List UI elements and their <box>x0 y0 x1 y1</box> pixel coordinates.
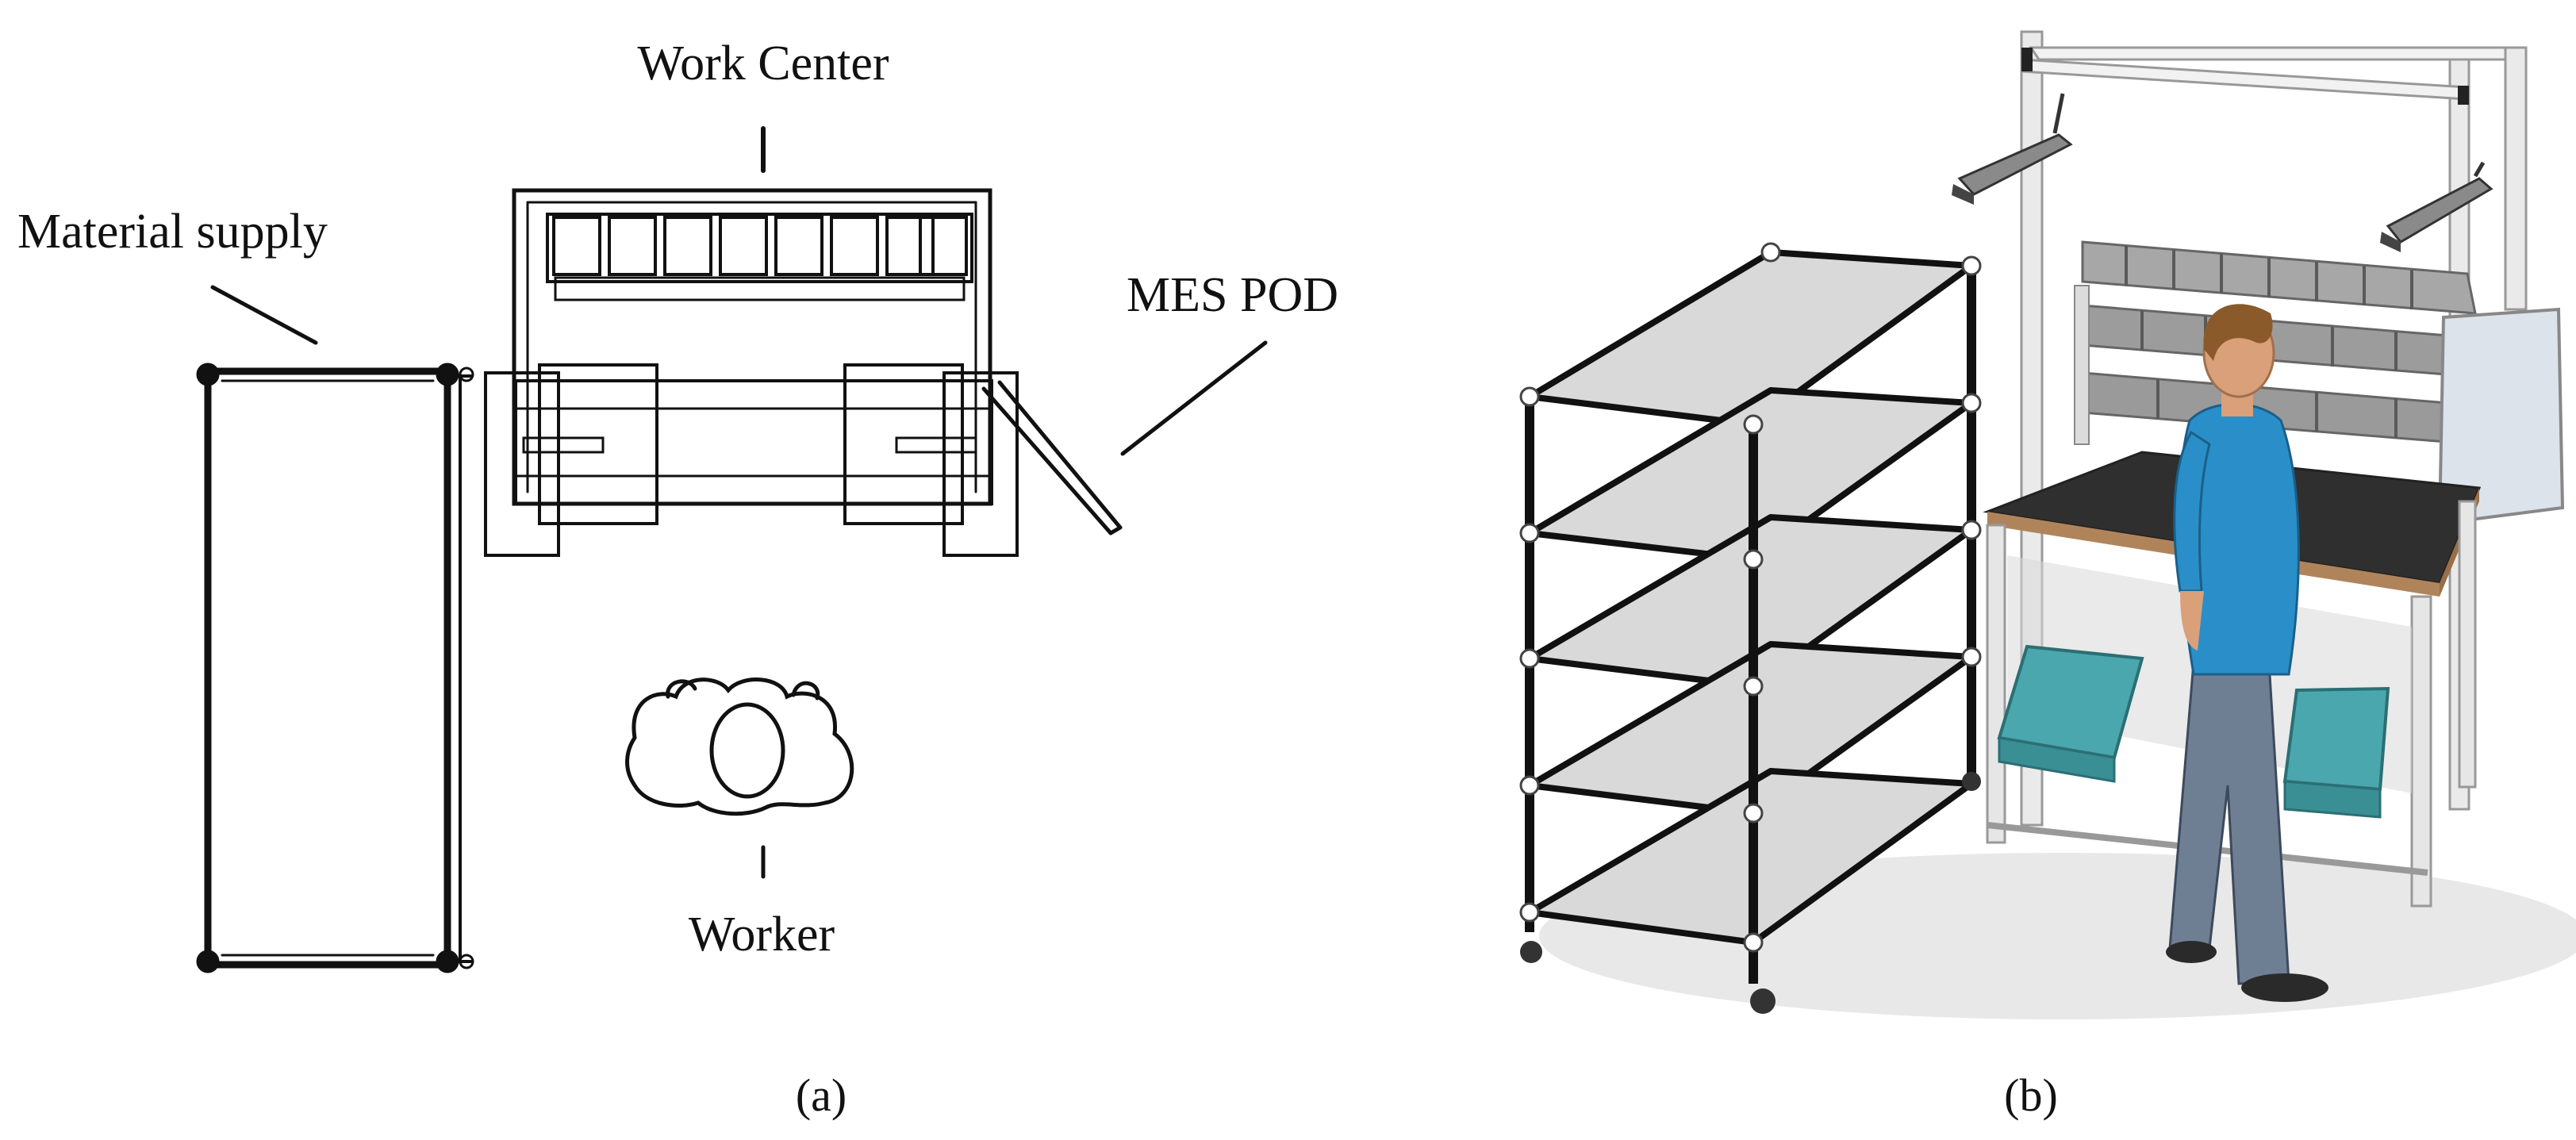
mes-pod-label: MES POD <box>1127 268 1338 322</box>
right-tray <box>2282 686 2390 819</box>
panel-a-layout-drawing: Work Center Material supply MES POD <box>17 36 1338 973</box>
caption-a: (a) <box>796 1069 847 1121</box>
mes-pod-leader <box>1120 340 1268 456</box>
shelving-cart <box>1519 242 1982 1014</box>
bin-row <box>552 216 968 276</box>
left-tray <box>1997 644 2144 783</box>
worker-label: Worker <box>689 908 835 962</box>
material-supply-leader <box>210 285 318 345</box>
right-lamp <box>2380 161 2493 252</box>
material-supply-label: Material supply <box>17 205 328 259</box>
mes-pod-screen <box>2437 307 2565 526</box>
worker-drawing <box>625 677 854 816</box>
panel-b-3d-rendering <box>1519 30 2576 1019</box>
material-supply-rack <box>196 363 474 973</box>
caption-b: (b) <box>2004 1069 2058 1121</box>
work-center-label: Work Center <box>638 36 889 90</box>
work-center-drawing <box>484 188 1123 557</box>
cart-casters <box>1520 772 1981 1014</box>
bin-shelves <box>2074 240 2477 446</box>
worker-figure <box>2166 304 2328 1002</box>
left-lamp <box>1952 93 2073 205</box>
